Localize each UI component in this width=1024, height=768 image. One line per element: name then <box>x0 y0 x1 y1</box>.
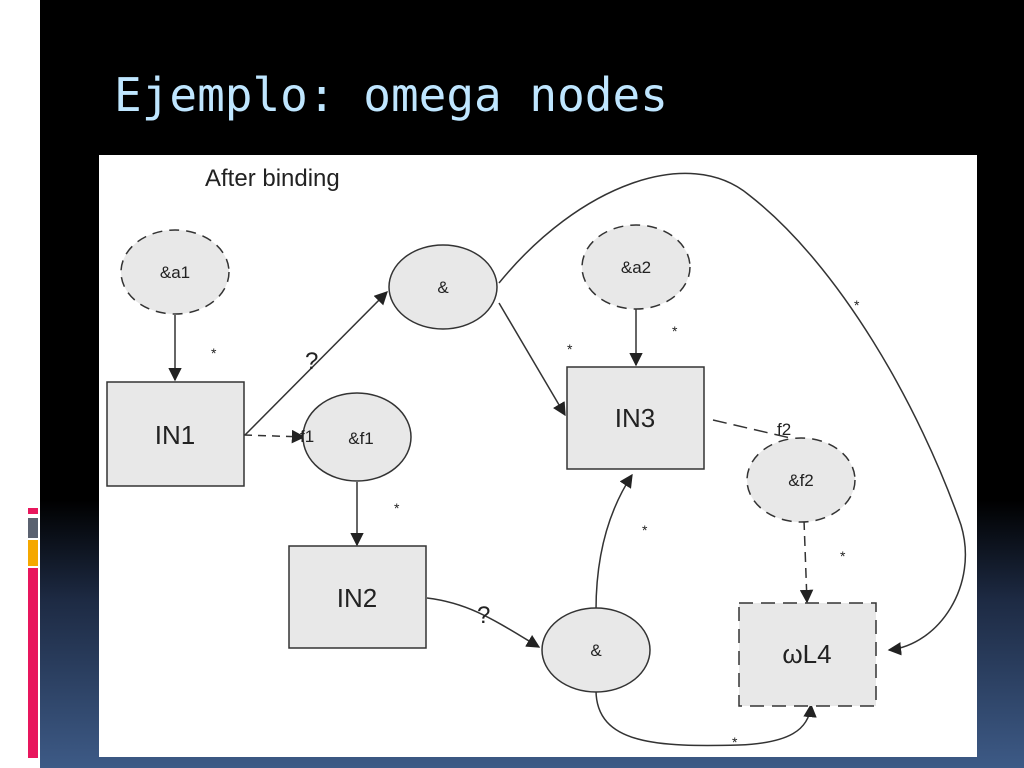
node-in3 <box>566 366 705 470</box>
decorative-bars-icon <box>20 47 40 117</box>
node-in1-label: IN1 <box>155 420 195 450</box>
diagram-panel: After binding <box>99 155 977 757</box>
star-label: * <box>840 548 846 564</box>
node-f1 <box>302 392 412 482</box>
edge-in2-and-bottom <box>426 597 541 648</box>
edge-and-top-wl4 <box>498 172 967 656</box>
node-f1-label: &f1 <box>348 429 374 448</box>
edge-in1-f1 <box>243 429 306 444</box>
edge-label-q1: ? <box>305 348 318 375</box>
node-in3-label: IN3 <box>615 403 655 433</box>
edge-label-f2: f2 <box>777 420 791 439</box>
node-a1-label: &a1 <box>160 263 190 282</box>
edge-and-bottom-in3 <box>595 473 633 611</box>
edge-label-q2: ? <box>477 602 490 629</box>
node-a1 <box>120 229 230 315</box>
node-and-top-label: & <box>437 278 449 297</box>
star-label: * <box>394 500 400 516</box>
accent-bars <box>28 508 38 758</box>
star-label: * <box>672 323 678 339</box>
slide-title: Ejemplo: omega nodes <box>114 68 668 122</box>
node-wl4 <box>738 602 877 707</box>
star-label: * <box>567 341 573 357</box>
node-wl4-label: ωL4 <box>782 639 831 669</box>
diagram-canvas: After binding <box>106 165 967 750</box>
star-label: * <box>732 734 738 750</box>
node-and-bottom <box>541 607 651 693</box>
node-a2 <box>581 224 691 310</box>
node-f2-label: &f2 <box>788 471 814 490</box>
node-and-top <box>388 244 498 330</box>
star-label: * <box>854 297 860 313</box>
node-in2 <box>288 545 427 649</box>
node-in2-label: IN2 <box>337 583 377 613</box>
star-label: * <box>642 522 648 538</box>
diagram-caption: After binding <box>205 165 340 192</box>
edge-and-top-in3 <box>498 302 566 417</box>
edge-in3-f2 <box>712 419 800 441</box>
star-label: * <box>211 345 217 361</box>
node-and-bottom-label: & <box>590 641 602 660</box>
edge-and-bottom-wl4 <box>595 689 817 747</box>
edge-in1-and-top <box>244 291 388 436</box>
edge-f2-wl4 <box>799 519 814 604</box>
node-a2-label: &a2 <box>621 258 651 277</box>
node-in1 <box>106 381 245 487</box>
node-f2 <box>746 437 856 523</box>
edge-label-f1: f1 <box>300 427 314 446</box>
